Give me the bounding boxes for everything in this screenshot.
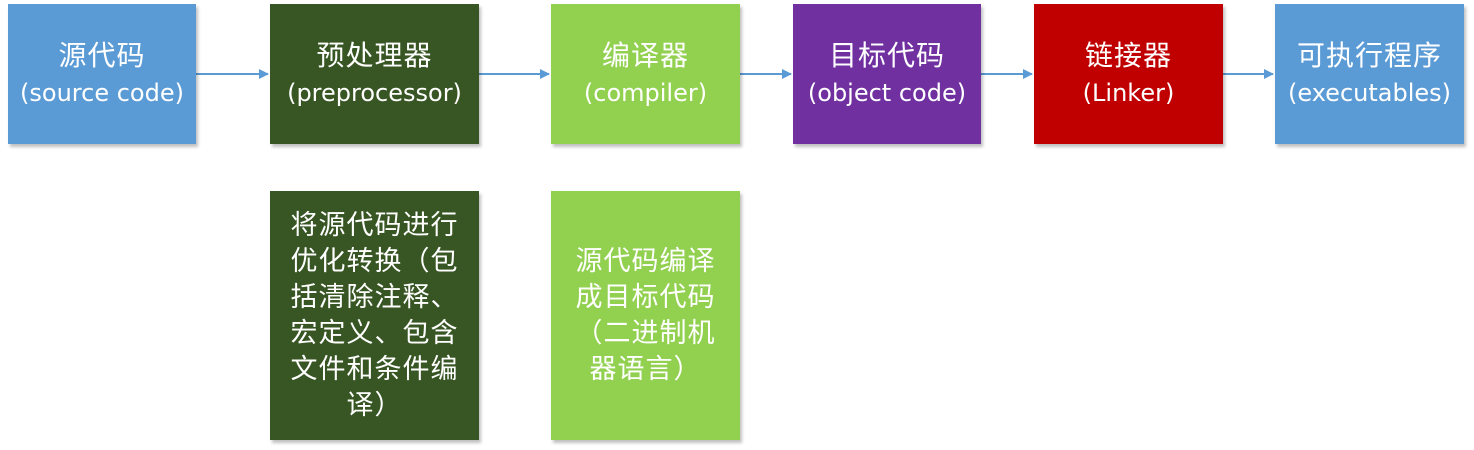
stage-label-en: (object code) [807,79,967,107]
stage-label-zh: 可执行程序 [1296,39,1442,72]
stage-label-en: (preprocessor) [287,79,462,107]
stage-linker: 链接器 (Linker) [1034,4,1223,144]
stage-label-zh: 编译器 [601,39,689,72]
stage-label-zh: 源代码 [58,39,146,72]
note-preprocessor: 将源代码进行优化转换（包括清除注释、宏定义、包含文件和条件编译） [270,191,479,440]
stage-label-en: (source code) [20,79,184,107]
stage-label-zh: 预处理器 [316,39,433,72]
note-compiler: 源代码编译成目标代码（二进制机器语言） [551,191,740,440]
note-text: 将源代码进行优化转换（包括清除注释、宏定义、包含文件和条件编译） [290,209,459,421]
stage-label-en: (executables) [1288,79,1451,107]
stage-label-en: (Linker) [1082,79,1175,107]
stage-executables: 可执行程序 (executables) [1275,4,1464,144]
stage-source-code: 源代码 (source code) [8,4,196,144]
stage-label-zh: 目标代码 [828,39,945,72]
stage-compiler: 编译器 (compiler) [551,4,740,144]
stage-label-zh: 链接器 [1084,39,1172,72]
stage-preprocessor: 预处理器 (preprocessor) [270,4,479,144]
note-text: 源代码编译成目标代码（二进制机器语言） [575,245,716,385]
stage-label-en: (compiler) [583,79,708,107]
stage-object-code: 目标代码 (object code) [793,4,981,144]
